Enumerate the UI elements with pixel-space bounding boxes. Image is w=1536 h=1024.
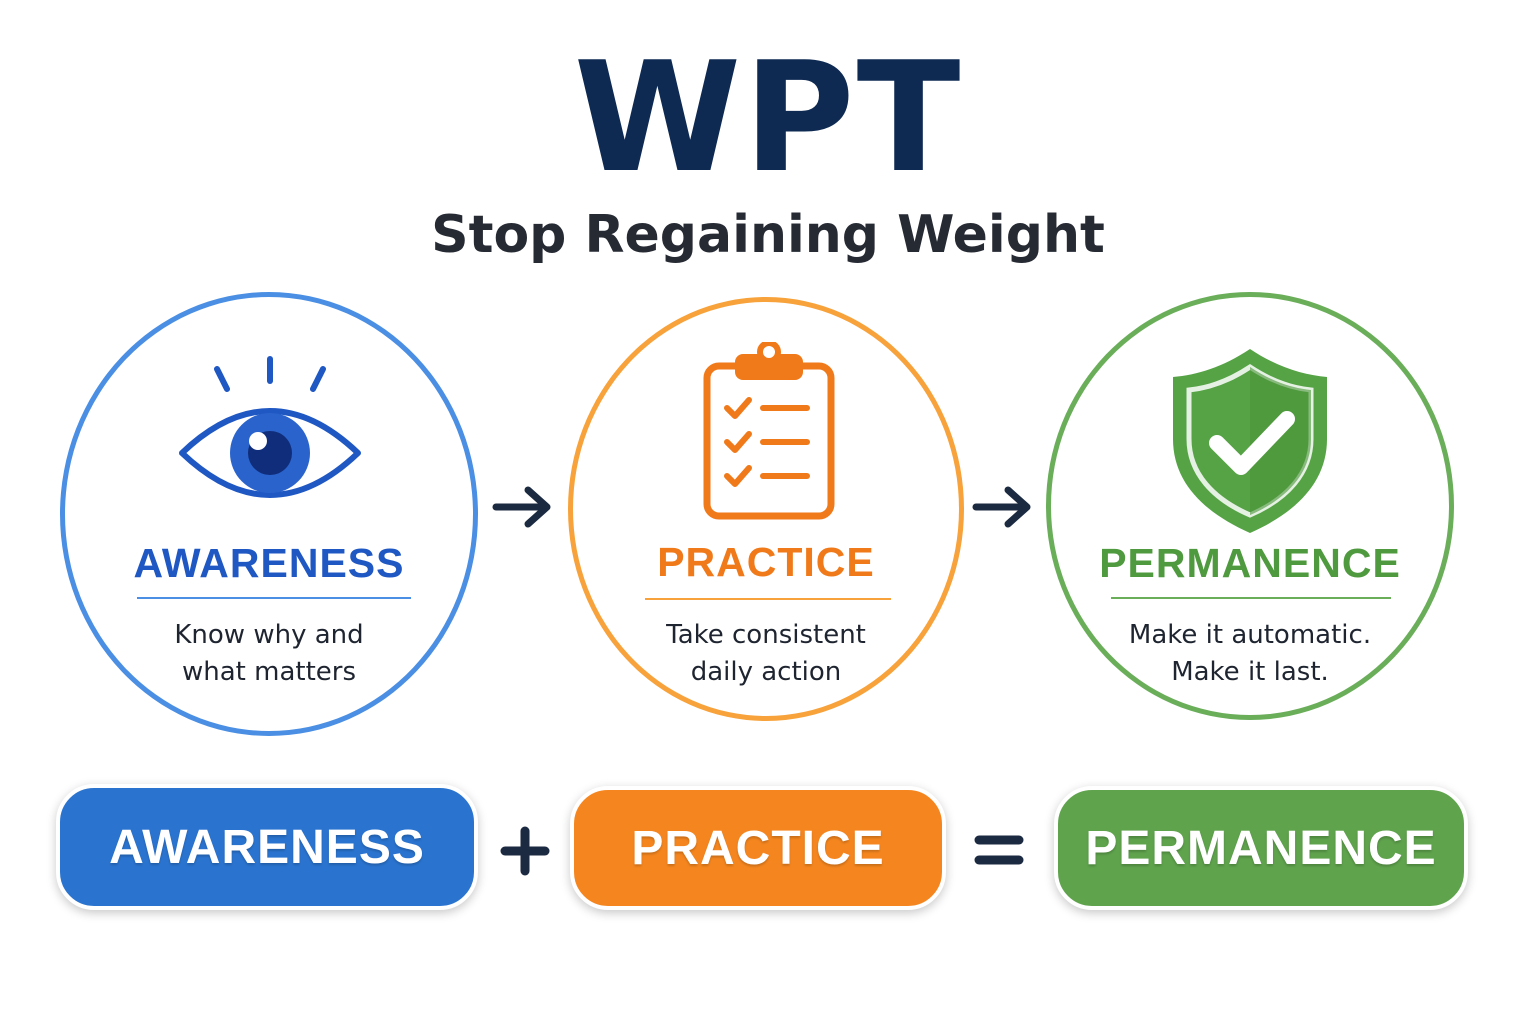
equation-term-practice: PRACTICE (570, 786, 946, 910)
plus-icon (500, 826, 550, 876)
stage-permanence: PERMANENCE Make it automatic. Make it la… (1046, 292, 1454, 720)
stage-divider (1111, 597, 1391, 599)
stage-practice: PRACTICE Take consistent daily action (568, 297, 964, 721)
stage-title-permanence: PERMANENCE (1099, 540, 1401, 586)
stage-desc-practice-line2: daily action (690, 657, 842, 687)
stage-desc-permanence-line2: Make it last. (1171, 657, 1329, 687)
shield-check-icon (1173, 349, 1327, 533)
equation-term-permanence: PERMANENCE (1054, 786, 1468, 910)
arrow-right-icon (492, 486, 551, 528)
stage-title-practice: PRACTICE (657, 539, 875, 585)
arrow-right-icon (972, 486, 1031, 528)
equation-term-awareness: AWARENESS (56, 784, 478, 910)
page-subtitle: Stop Regaining Weight (431, 205, 1105, 265)
stage-divider (645, 598, 891, 600)
stage-desc-permanence-line1: Make it automatic. (1128, 620, 1372, 650)
stage-desc-practice-line1: Take consistent (666, 620, 866, 650)
eye-icon (179, 356, 361, 498)
clipboard-checklist-icon (703, 342, 835, 520)
stage-awareness: AWARENESS Know why and what matters (60, 292, 478, 736)
stage-desc-awareness-line2: what matters (181, 657, 356, 687)
stage-divider (137, 597, 411, 599)
stage-desc-awareness-line1: Know why and (174, 620, 364, 650)
page-title: WPT (573, 29, 963, 206)
stage-title-awareness: AWARENESS (133, 540, 405, 586)
equals-icon (974, 835, 1024, 865)
